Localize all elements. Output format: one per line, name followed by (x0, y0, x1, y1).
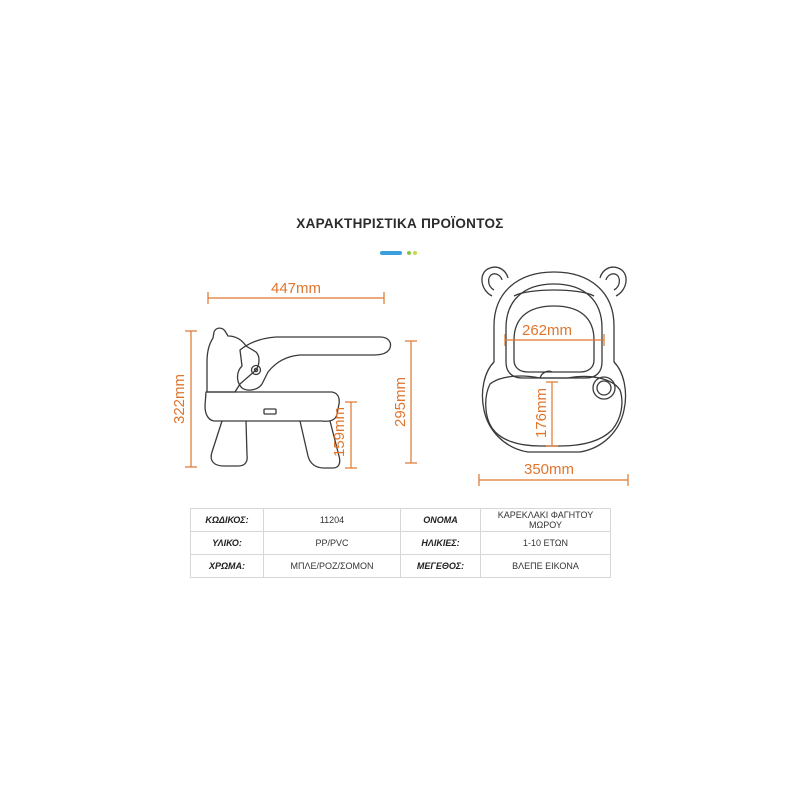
chair-seat-base-outline (204, 391, 340, 422)
spec-label-color: ΧΡΩΜΑ: (190, 554, 264, 578)
top-view-dimension-labels: 262mm 176mm 350mm (522, 322, 574, 478)
spec-value-material: PP/PVC (263, 531, 401, 555)
spec-value-ages: 1-10 ΕΤΩΝ (480, 531, 611, 555)
top-view-backrest-band (513, 289, 595, 297)
side-view-dimension-labels: 447mm 322mm 159mm 295mm (171, 280, 409, 457)
top-view-outer-body (481, 271, 627, 453)
spec-value-color: ΜΠΛΕ/ΡΟΖ/ΣΟΜΟΝ (263, 554, 401, 578)
top-view-ear-left (481, 266, 509, 297)
chair-backrest-outline (206, 327, 260, 393)
top-view-chair (481, 266, 627, 453)
top-view-tray-notch (539, 370, 553, 379)
top-view-ear-left-inner (487, 273, 503, 291)
accent-dot-1 (407, 251, 411, 255)
chair-seat-label (263, 408, 277, 415)
spec-label-material: ΥΛΙΚΟ: (190, 531, 264, 555)
dim-label-447: 447mm (271, 280, 321, 297)
side-view-dimensions (185, 292, 417, 469)
chair-tray-arm-outline (236, 336, 392, 391)
top-view-dimensions (478, 334, 629, 486)
table-row: ΥΛΙΚΟ: PP/PVC ΗΛΙΚΙΕΣ: 1-10 ΕΤΩΝ (190, 531, 611, 555)
dim-label-176: 176mm (533, 388, 550, 438)
dim-label-159: 159mm (331, 407, 348, 457)
specs-table: ΚΩΔΙΚΟΣ: 11204 ΟΝΟΜΑ ΚΑΡΕΚΛΑΚΙ ΦΑΓΗΤΟΥ Μ… (190, 508, 611, 578)
chair-arm-knob-inner (253, 367, 259, 373)
chair-front-leg-outline (299, 420, 341, 469)
top-view-ear-right (599, 266, 627, 297)
top-view-cup-holder-outer (592, 376, 616, 400)
table-row: ΚΩΔΙΚΟΣ: 11204 ΟΝΟΜΑ ΚΑΡΕΚΛΑΚΙ ΦΑΓΗΤΟΥ Μ… (190, 508, 611, 532)
spec-value-code: 11204 (263, 508, 401, 532)
spec-value-name: ΚΑΡΕΚΛΑΚΙ ΦΑΓΗΤΟΥ ΜΩΡΟΥ (480, 508, 611, 532)
dim-label-322: 322mm (171, 374, 188, 424)
chair-arm-knob (250, 364, 262, 376)
accent-bar (380, 251, 402, 255)
dim-label-350: 350mm (524, 461, 574, 478)
page-title: ΧΑΡΑΚΤΗΡΙΣΤΙΚΑ ΠΡΟΪΟΝΤΟΣ (296, 216, 504, 231)
dim-label-295: 295mm (392, 377, 409, 427)
spec-label-ages: ΗΛΙΚΙΕΣ: (400, 531, 481, 555)
accent-dot-2 (413, 251, 417, 255)
top-view-cup-holder-inner (596, 380, 612, 396)
top-view-seat-inner (513, 305, 595, 373)
chair-rear-leg-outline (210, 420, 248, 467)
spec-label-size: ΜΕΓΕΘΟΣ: (400, 554, 481, 578)
spec-value-size: ΒΛΕΠΕ ΕΙΚΟΝΑ (480, 554, 611, 578)
top-view-tray (485, 375, 623, 447)
dim-label-262: 262mm (522, 322, 572, 339)
table-row: ΧΡΩΜΑ: ΜΠΛΕ/ΡΟΖ/ΣΟΜΟΝ ΜΕΓΕΘΟΣ: ΒΛΕΠΕ ΕΙΚ… (190, 554, 611, 578)
spec-label-code: ΚΩΔΙΚΟΣ: (190, 508, 264, 532)
side-view-chair (204, 327, 392, 469)
top-view-ear-right-inner (605, 273, 621, 291)
spec-label-name: ΟΝΟΜΑ (400, 508, 481, 532)
